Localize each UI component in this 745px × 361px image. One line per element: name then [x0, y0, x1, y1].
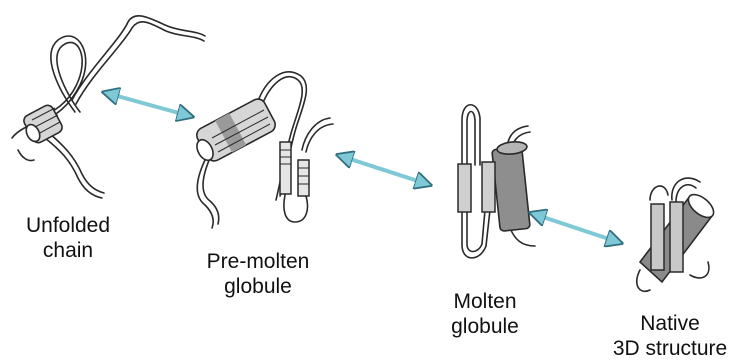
stage-label-molten-globule: Molten globule — [435, 289, 535, 339]
stage-label-line: globule — [435, 314, 535, 339]
helix-segment-icon — [194, 96, 278, 163]
strand-segment-icon — [280, 142, 309, 196]
equilibrium-arrow-1 — [110, 94, 186, 115]
stage-label-pre-molten-globule: Pre-molten globule — [188, 249, 328, 299]
stage-label-native-3d-structure: Native 3D structure — [595, 311, 745, 361]
stage-label-unfolded-chain: Unfolded chain — [8, 213, 128, 263]
molten-globule-illustration — [458, 105, 535, 258]
stage-label-line: Pre-molten — [188, 249, 328, 274]
stage-label-line: globule — [188, 274, 328, 299]
stage-label-line: Unfolded — [8, 213, 128, 238]
stage-label-line: chain — [8, 238, 128, 263]
unfolded-chain-illustration — [12, 16, 205, 198]
stage-label-line: Molten — [435, 289, 535, 314]
native-structure-illustration — [637, 178, 718, 291]
equilibrium-arrow-3 — [537, 215, 615, 241]
equilibrium-arrow-2 — [344, 157, 424, 183]
helix-segment-icon — [22, 103, 64, 145]
pre-molten-globule-illustration — [194, 72, 333, 228]
strand-segment-icon — [458, 162, 495, 212]
helix-cylinder-icon — [492, 140, 530, 231]
stage-label-line: 3D structure — [595, 336, 745, 361]
stage-label-line: Native — [595, 311, 745, 336]
